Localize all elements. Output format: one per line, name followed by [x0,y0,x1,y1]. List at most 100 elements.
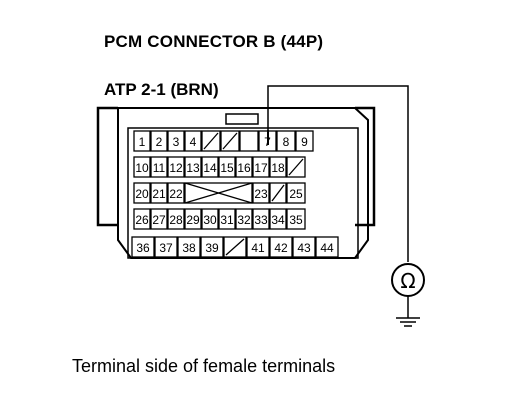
terminal-cell [184,208,202,230]
terminal-cell [269,236,293,258]
terminal-cell [150,208,168,230]
terminal-number: 23 [254,187,268,201]
terminal-number: 39 [205,241,219,255]
connector-lock-tab [225,113,259,125]
terminal-number: 32 [237,213,251,227]
blank-terminal-area [184,182,253,204]
terminal-number: 16 [237,161,251,175]
terminal-number: 30 [203,213,217,227]
terminal-cell [269,208,287,230]
ohm-symbol: Ω [400,269,415,293]
terminal-cell [184,130,202,152]
terminal-number: 35 [289,213,303,227]
unused-terminal-slash [288,158,304,176]
terminal-cell [295,130,314,152]
terminal-number: 13 [186,161,200,175]
terminal-cell [184,156,202,178]
terminal-cell [220,130,240,152]
terminal-cell [269,156,287,178]
terminal-number: 36 [136,241,150,255]
terminal-cell [235,156,253,178]
terminal-number: 38 [182,241,196,255]
terminal-cell [218,156,236,178]
terminal-cell [239,130,259,152]
terminal-number: 22 [169,187,183,201]
connector-terminal-frame [127,127,359,259]
terminal-number: 34 [271,213,285,227]
terminal-cell [133,182,151,204]
connector-housing-right [355,106,376,227]
terminal-cell [315,236,339,258]
terminal-cell [252,182,270,204]
terminal-cell [246,236,270,258]
terminal-cell [269,182,287,204]
terminal-number: 31 [220,213,234,227]
terminal-cell [252,208,270,230]
terminal-cell [167,182,185,204]
terminal-cell [177,236,201,258]
unused-terminal-slash [203,132,219,150]
terminal-number: 29 [186,213,200,227]
unused-terminal-slash [222,132,238,150]
terminal-cell [150,156,168,178]
terminal-number: 15 [220,161,234,175]
terminal-cell [286,182,306,204]
terminal-number: 37 [159,241,173,255]
terminal-number: 18 [271,161,285,175]
terminal-cell [201,208,219,230]
terminal-number: 43 [297,241,311,255]
terminal-cell [167,208,185,230]
terminal-number: 2 [156,135,163,149]
terminal-cell [154,236,178,258]
terminal-cell [133,208,151,230]
terminal-number: 12 [169,161,183,175]
blank-area-cross [184,182,253,204]
diagram-caption: Terminal side of female terminals [72,356,336,376]
terminal-cell [292,236,316,258]
terminal-cell [286,208,306,230]
connector-housing [96,106,118,227]
terminal-cell [201,156,219,178]
terminal-number: 3 [173,135,180,149]
terminal-number: 7 [264,135,271,149]
connector-body [117,107,369,259]
terminal-cell [252,156,270,178]
wire-label: ATP 2-1 (BRN) [104,80,219,99]
terminal-number: 14 [203,161,217,175]
terminal-cell [133,130,151,152]
terminal-number: 27 [152,213,166,227]
terminal-number: 21 [152,187,166,201]
terminal-cell [218,208,236,230]
terminal-number: 8 [283,135,290,149]
terminal-number: 1 [139,135,146,149]
terminal-number: 25 [289,187,303,201]
terminal-number: 26 [135,213,149,227]
unused-terminal-slash [225,238,245,256]
terminal-cell [131,236,155,258]
terminal-number: 42 [274,241,288,255]
terminal-number: 33 [254,213,268,227]
terminal-cell [286,156,306,178]
test-lead-wire [267,85,409,262]
terminal-cell [150,182,168,204]
unused-terminal-slash [271,184,285,202]
terminal-cell [200,236,224,258]
terminal-number: 44 [320,241,334,255]
terminal-number: 28 [169,213,183,227]
terminal-cell [150,130,168,152]
connector-title: PCM CONNECTOR B (44P) [104,32,324,51]
terminal-cell [276,130,296,152]
terminal-cell [133,156,151,178]
terminal-cell [258,130,277,152]
terminal-cell [235,208,253,230]
terminal-cell [167,156,185,178]
terminal-number: 20 [135,187,149,201]
terminal-number: 11 [153,161,166,175]
terminal-number: 9 [301,135,308,149]
terminal-number: 10 [135,161,149,175]
terminal-number: 41 [251,241,265,255]
terminal-number: 17 [254,161,268,175]
terminal-cell [223,236,247,258]
terminal-cell [167,130,185,152]
